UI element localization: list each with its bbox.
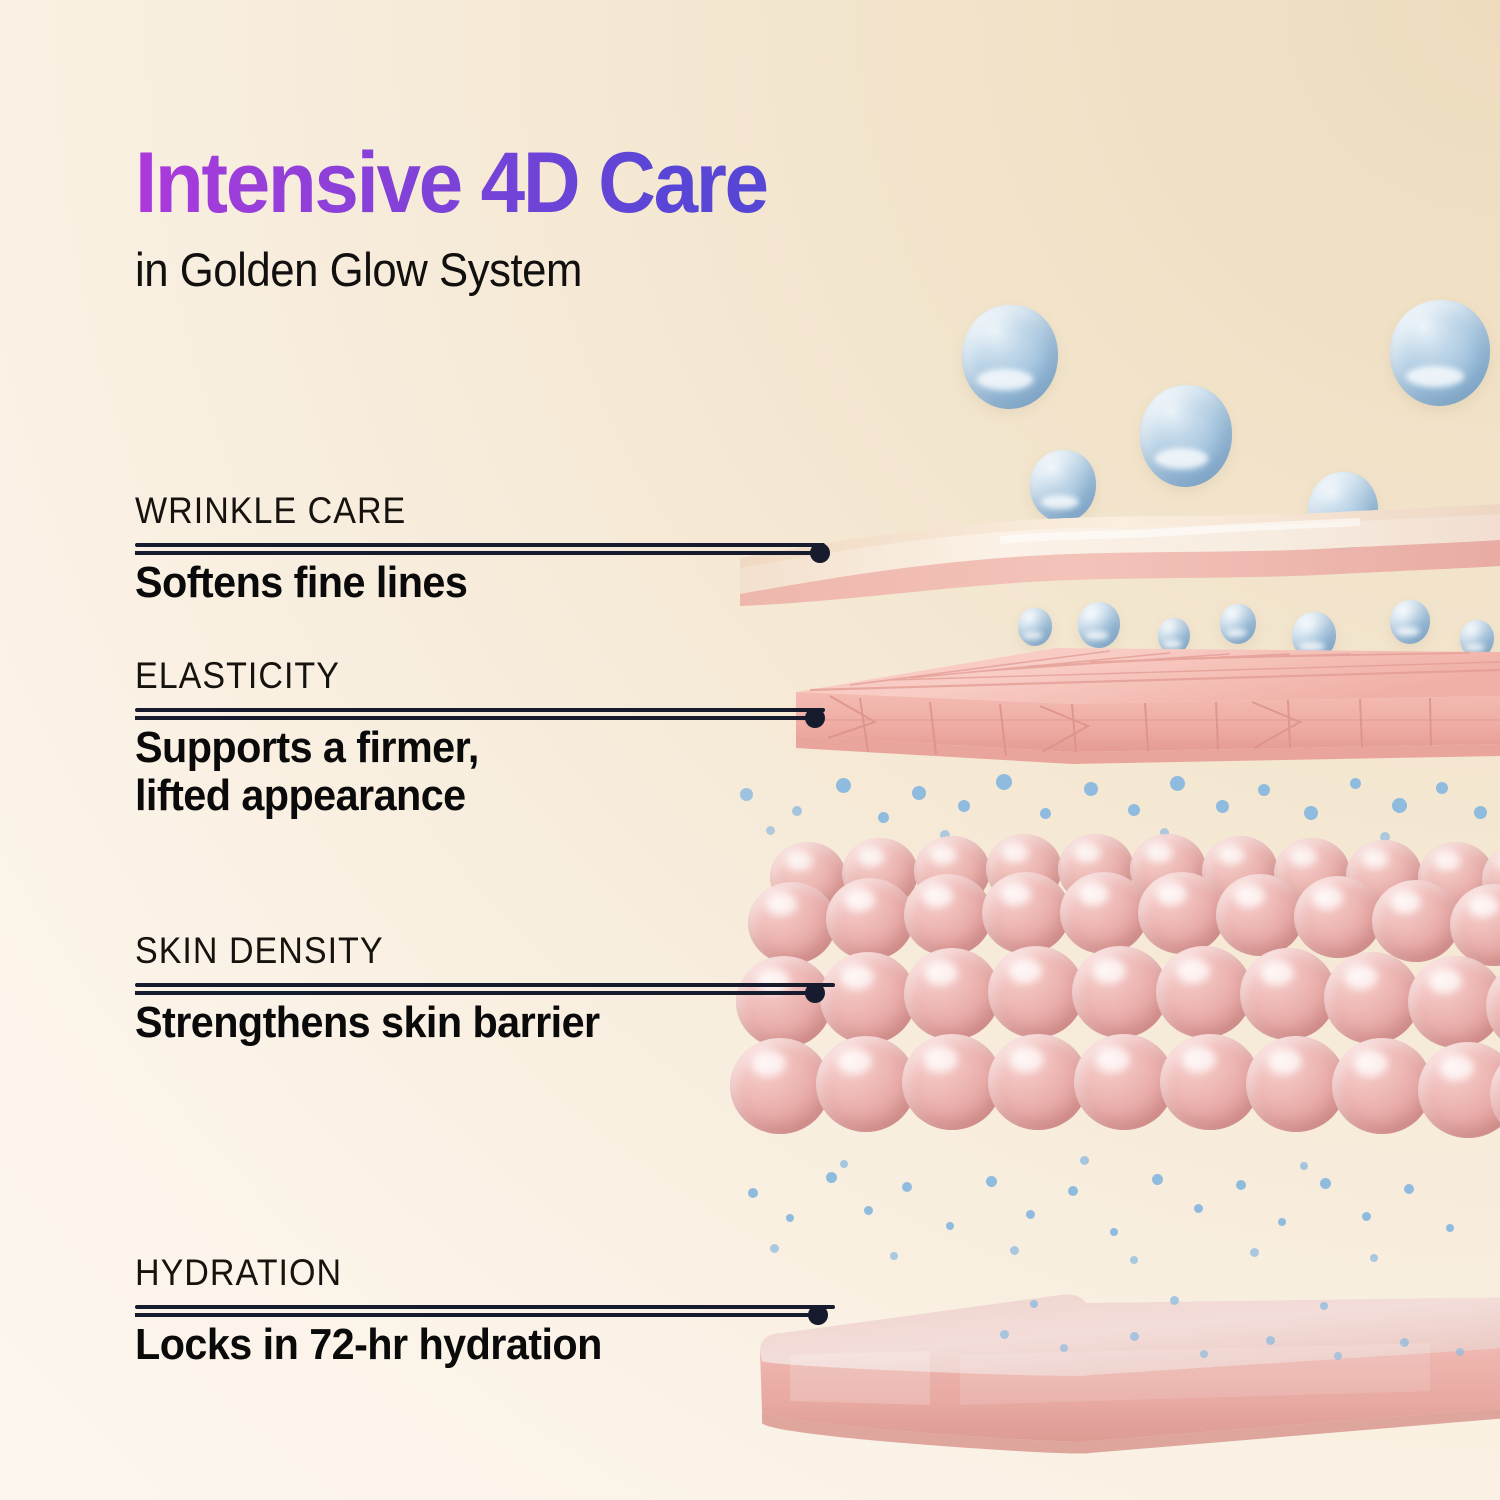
callout-hydration: HYDRATION Locks in 72-hr hydration: [135, 1252, 835, 1369]
callout-rule: [135, 543, 825, 547]
callout-statement: Locks in 72-hr hydration: [135, 1320, 602, 1369]
water-droplet-icon: [1078, 602, 1120, 648]
page-title: Intensive 4D Care: [135, 135, 769, 231]
callout-rule: [135, 1305, 835, 1309]
leader-line-hydration: [135, 1313, 818, 1317]
hydration-layer: [760, 1294, 1500, 1454]
water-droplet-icon: [962, 305, 1058, 409]
leader-dot-hydration: [808, 1305, 828, 1325]
callout-statement: Supports a firmer, lifted appearance: [135, 723, 479, 820]
callout-eyebrow: SKIN DENSITY: [135, 930, 384, 971]
water-droplet-icon: [1018, 608, 1052, 646]
water-droplet-icon: [1030, 450, 1096, 522]
water-droplet-icon: [1390, 600, 1430, 644]
water-droplet-icon: [1158, 618, 1190, 654]
callout-statement: Strengthens skin barrier: [135, 998, 600, 1047]
leader-line-elasticity: [135, 716, 815, 720]
page-subtitle: in Golden Glow System: [135, 243, 582, 296]
callout-eyebrow: WRINKLE CARE: [135, 490, 407, 531]
skin-layers-illustration: [700, 0, 1500, 1500]
leader-line-wrinkle-care: [135, 551, 820, 555]
water-droplet-icon: [1460, 620, 1494, 658]
leader-dot-wrinkle-care: [810, 543, 830, 563]
leader-dot-elasticity: [805, 708, 825, 728]
leader-dot-skin-density: [805, 983, 825, 1003]
callout-eyebrow: ELASTICITY: [135, 655, 340, 696]
water-droplet-icon: [1220, 604, 1256, 644]
water-droplet-icon: [1140, 385, 1232, 487]
callout-elasticity: ELASTICITY Supports a firmer, lifted app…: [135, 655, 825, 819]
water-droplet-icon: [1390, 300, 1490, 406]
elasticity-layer: [796, 648, 1500, 764]
epidermis-layer: [740, 504, 1500, 606]
header-block: Intensive 4D Care in Golden Glow System: [135, 140, 814, 297]
leader-line-skin-density: [135, 991, 815, 995]
callout-wrinkle-care: WRINKLE CARE Softens fine lines: [135, 490, 825, 607]
callout-rule: [135, 983, 835, 987]
callout-rule: [135, 708, 825, 712]
skin-density-layer: [730, 834, 1500, 1168]
callout-skin-density: SKIN DENSITY Strengthens skin barrier: [135, 930, 835, 1047]
callout-eyebrow: HYDRATION: [135, 1252, 343, 1293]
callout-statement: Softens fine lines: [135, 558, 468, 607]
